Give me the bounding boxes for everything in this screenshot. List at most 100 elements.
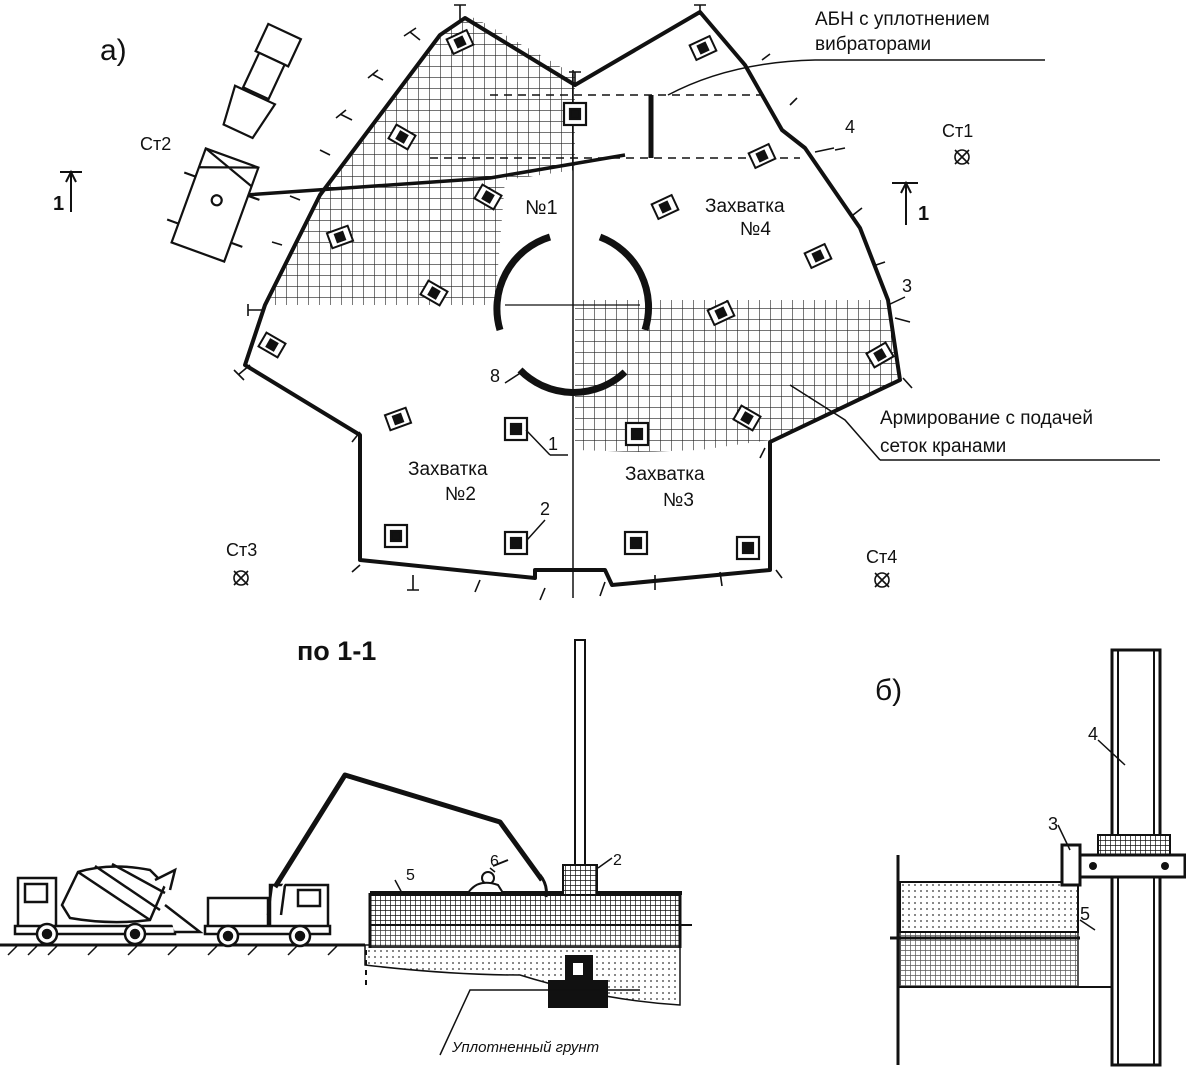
vibrator [383, 406, 413, 432]
section-mark-left-label: 1 [53, 193, 64, 215]
concrete-pump-boom [272, 772, 545, 889]
concrete-mixer-truck-plan [222, 22, 303, 140]
pump-hose-end [538, 874, 548, 898]
tower-ring [493, 233, 653, 396]
column [735, 535, 761, 561]
concrete-mixer-truck-side [13, 862, 204, 946]
detail-clamp-bracket [1060, 843, 1082, 887]
leader-8 [504, 369, 526, 384]
concrete-pump-plan [166, 147, 260, 263]
callout-number-2: 2 [540, 499, 550, 519]
station-st3-label: Ст3 [226, 540, 257, 560]
station-st4-label: Ст4 [866, 547, 897, 567]
vibrator [419, 279, 449, 307]
zone4-label-line2: №4 [740, 219, 771, 240]
callout-abn-line1: АБН с уплотнением [815, 9, 990, 30]
detail-leader-5 [1079, 919, 1096, 931]
vibrator [747, 142, 777, 170]
slab-layer-bottom [369, 924, 681, 948]
vibrator [387, 123, 417, 151]
zone3-hatch [575, 300, 900, 452]
station-marks [233, 149, 970, 588]
column [383, 523, 409, 549]
callout-number-3: 3 [902, 276, 912, 296]
detail-number-3: 3 [1048, 814, 1058, 834]
detail-leader-3 [1057, 824, 1071, 851]
ground-hatch [7, 944, 339, 956]
section-marker-right [892, 180, 918, 225]
concrete-pump-boom-inner [281, 779, 496, 888]
section-view [0, 639, 692, 1056]
station-st4-symbol [874, 572, 890, 588]
zone3-label-line1: Захватка [625, 464, 705, 485]
callout-armirovanie-line2: сеток кранами [880, 436, 1006, 457]
zone2-label-line2: №2 [445, 484, 476, 505]
zone3-label-line2: №3 [663, 490, 694, 511]
callout-leaders [525, 59, 1160, 541]
plan-label: а) [100, 34, 127, 67]
callout-armirovanie-line1: Армирование с подачей [880, 408, 1093, 429]
compacted-soil [364, 944, 681, 1006]
leader-s2 [597, 857, 613, 869]
zone1-label: №1 [525, 197, 558, 219]
zone1-hatch [250, 15, 575, 305]
detail-slab-upper [899, 881, 1079, 933]
columns [383, 101, 761, 561]
column-formwork [562, 864, 598, 896]
vibrator [706, 299, 736, 327]
vibrator [257, 331, 287, 359]
column [503, 416, 529, 442]
vibrators [257, 28, 895, 432]
formwork-ticks [233, 4, 913, 601]
detail-bolt-left [1089, 862, 1097, 870]
vibrator [865, 341, 895, 369]
zone2-label-line1: Захватка [408, 459, 488, 480]
leader-grunt [439, 989, 640, 1056]
vibrator [732, 404, 762, 432]
detail-view [890, 648, 1186, 1067]
section-number-5: 5 [406, 867, 415, 884]
section-marker-left [60, 169, 82, 212]
station-st1-label: Ст1 [942, 121, 973, 141]
slab-layer-top [369, 894, 681, 926]
callout-number-1: 1 [548, 434, 558, 454]
vibrator [325, 224, 355, 250]
concrete-pump-truck-side [203, 883, 332, 948]
column [562, 101, 588, 127]
callout-abn-line2: вибраторами [815, 34, 931, 55]
vibrator [473, 183, 503, 211]
station-st3-symbol [233, 570, 249, 586]
section-title: по 1-1 [297, 636, 376, 666]
concrete-pipeline [216, 153, 626, 199]
callout-grunt: Уплотненный грунт [451, 1039, 599, 1056]
callout-number-8: 8 [490, 366, 500, 386]
detail-bolt-right [1161, 862, 1169, 870]
vibrator [650, 193, 680, 221]
detail-number-5: 5 [1080, 904, 1090, 924]
section-mark-right-label: 1 [918, 203, 929, 225]
callout-number-4: 4 [845, 117, 855, 137]
column [503, 530, 529, 556]
column [624, 421, 650, 447]
detail-number-4: 4 [1088, 724, 1098, 744]
column-shaft [574, 639, 586, 866]
vibrator [688, 34, 718, 62]
leader-s5 [394, 879, 403, 894]
leader-s6 [489, 867, 496, 873]
vibrator [803, 242, 833, 270]
vibrator [445, 28, 475, 56]
column [623, 530, 649, 556]
detail-leader-4 [1097, 739, 1126, 766]
section-number-6: 6 [490, 853, 499, 870]
worker-vibrator [466, 859, 509, 894]
station-st2-label: Ст2 [140, 134, 171, 154]
plan-perimeter [243, 10, 902, 587]
section-number-2: 2 [613, 852, 622, 869]
zone4-label-line1: Захватка [705, 196, 785, 217]
footing-mark [573, 963, 583, 975]
detail-label: б) [875, 674, 902, 707]
plan-view [60, 4, 1160, 601]
station-st1-symbol [954, 149, 970, 165]
detail-slab-lower [899, 931, 1079, 988]
